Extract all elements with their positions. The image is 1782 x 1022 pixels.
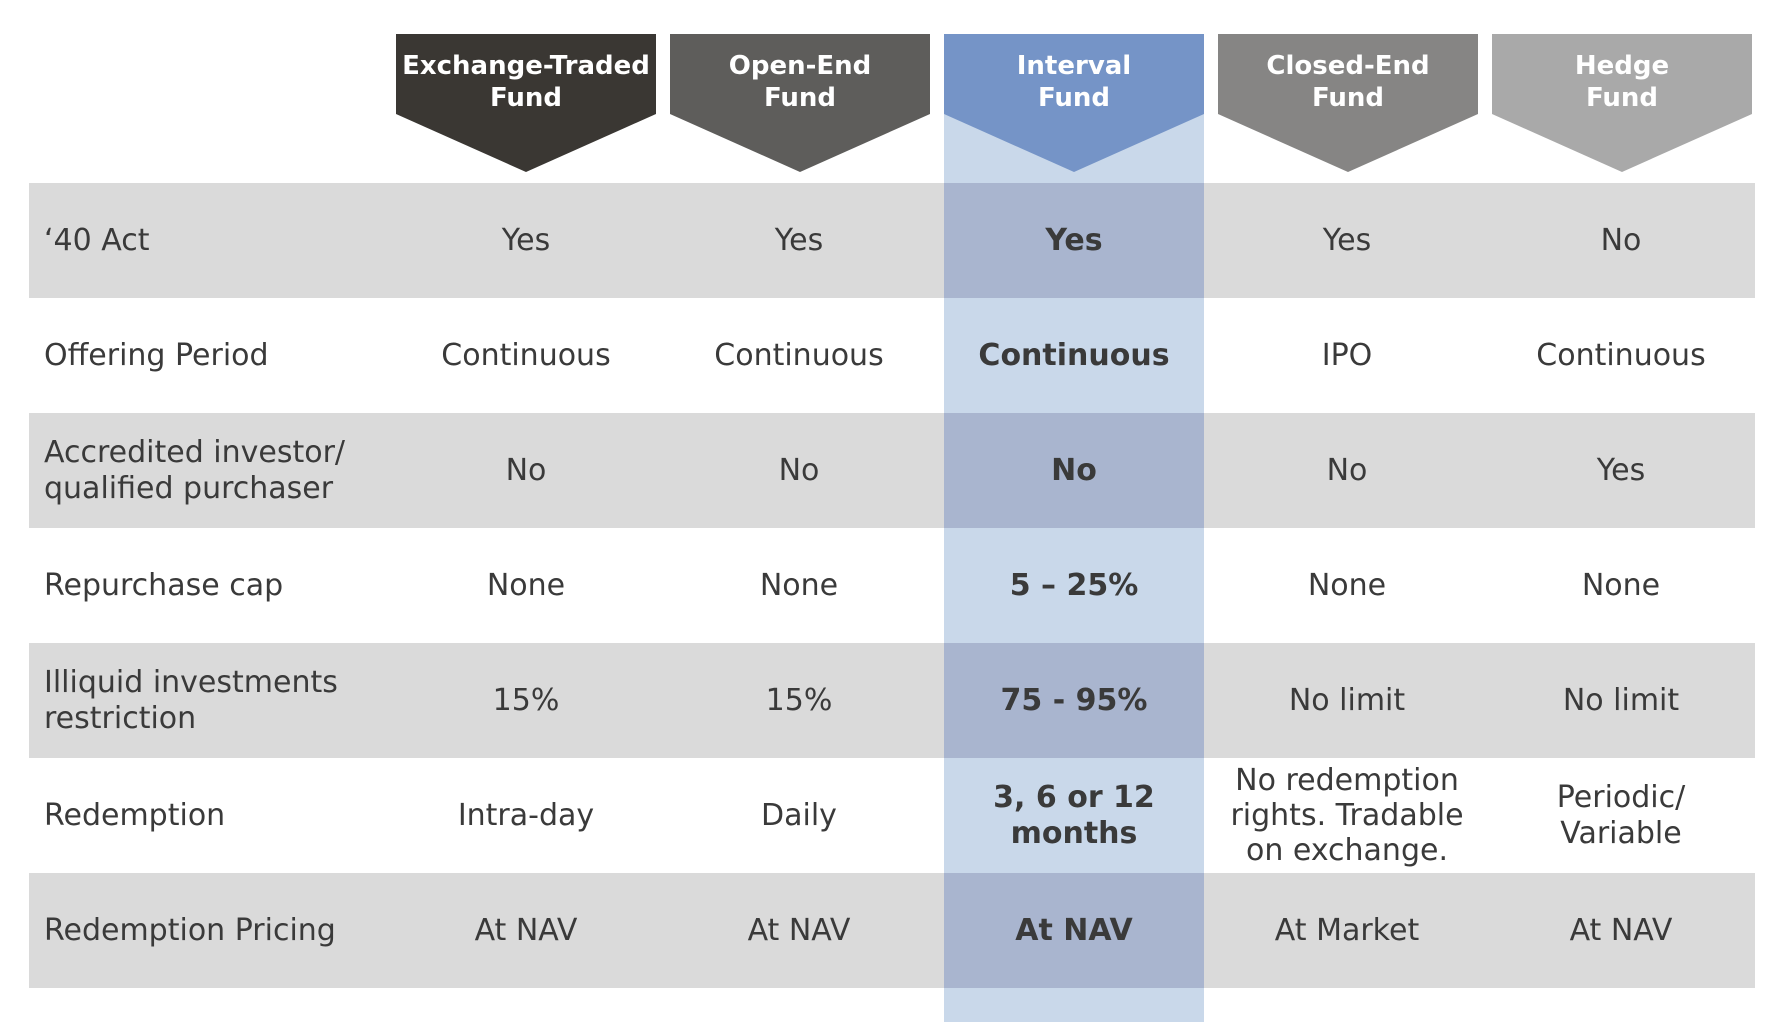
column-header-hedge: Hedge Fund: [1492, 34, 1752, 172]
row-label: Illiquid investments restriction: [44, 664, 338, 736]
highlight-cell-overlay: [944, 873, 1204, 988]
column-header-closed-end: Closed-End Fund: [1218, 34, 1478, 172]
table-cell-highlighted: 75 - 95%: [1000, 682, 1148, 718]
row-label: Redemption: [44, 797, 226, 833]
table-row-40-act: ‘40 Act Yes Yes Yes Yes No: [29, 183, 1755, 298]
row-label: Redemption Pricing: [44, 912, 336, 948]
header-chevron-shape: [944, 34, 1204, 172]
highlight-cell-overlay: [944, 183, 1204, 298]
table-cell-highlighted: 3, 6 or 12 months: [993, 779, 1155, 851]
column-header-label: Hedge Fund: [1574, 51, 1670, 113]
table-cell: None: [486, 567, 566, 603]
table-cell: Yes: [774, 222, 824, 258]
table-cell: Continuous: [1536, 337, 1706, 373]
row-label: ‘40 Act: [44, 222, 150, 258]
header-chevron-shape: [1218, 34, 1478, 172]
table-cell: Yes: [1322, 223, 1372, 258]
table-cell: None: [1307, 568, 1387, 603]
highlight-cell-overlay: [944, 413, 1204, 528]
table-cell: No: [1600, 222, 1642, 258]
table-row-redemption-pricing: Redemption Pricing At NAV At NAV At NAV …: [29, 873, 1755, 988]
table-row-illiquid-investments: Illiquid investments restriction 15% 15%…: [29, 643, 1755, 758]
table-cell: Periodic/ Variable: [1556, 779, 1686, 851]
row-label: Accredited investor/ qualified purchaser: [44, 434, 346, 506]
header-chevron-shape: [396, 34, 656, 172]
table-cell: No: [1326, 453, 1368, 488]
row-label: Repurchase cap: [44, 567, 284, 603]
table-cell: Yes: [501, 222, 551, 258]
table-cell-highlighted: Continuous: [978, 337, 1170, 373]
table-cell: IPO: [1321, 338, 1373, 373]
table-cell: No limit: [1288, 683, 1406, 718]
table-row-repurchase-cap: Repurchase cap None None 5 – 25% None No…: [29, 528, 1755, 643]
column-header-label: Open-End Fund: [728, 51, 872, 113]
table-cell: 15%: [492, 682, 560, 718]
column-header-label: Closed-End Fund: [1266, 51, 1430, 113]
table-cell: 15%: [765, 682, 833, 718]
table-cell: None: [1581, 567, 1661, 603]
table-cell: Intra-day: [457, 797, 595, 833]
table-cell: At NAV: [474, 912, 578, 948]
table-cell: No limit: [1562, 682, 1680, 718]
column-header-label: Exchange-Traded Fund: [402, 51, 650, 113]
table-cell-highlighted: At NAV: [1015, 912, 1133, 948]
table-row-offering-period: Offering Period Continuous Continuous Co…: [29, 298, 1755, 413]
table-cell-highlighted: No: [1051, 452, 1097, 488]
table-cell-highlighted: Yes: [1045, 222, 1103, 258]
table-cell: At NAV: [1569, 912, 1673, 948]
column-header-etf: Exchange-Traded Fund: [396, 34, 656, 172]
highlight-cell-overlay: [944, 643, 1204, 758]
header-chevron-shape: [1492, 34, 1752, 172]
table-cell: Continuous: [714, 337, 884, 373]
column-header-open-end: Open-End Fund: [670, 34, 930, 172]
table-row-redemption: Redemption Intra-day Daily 3, 6 or 12 mo…: [29, 758, 1755, 873]
table-cell-highlighted: 5 – 25%: [1009, 567, 1139, 603]
table-cell: Daily: [761, 797, 837, 833]
column-header-row: Exchange-Traded Fund Open-End Fund Inter…: [0, 34, 1782, 172]
table-cell: At NAV: [747, 912, 851, 948]
table-row-accredited-investor: Accredited investor/ qualified purchaser…: [29, 413, 1755, 528]
row-label: Offering Period: [44, 337, 269, 373]
table-cell: No: [505, 452, 547, 488]
table-cell: No: [778, 452, 820, 488]
comparison-table: ‘40 Act Yes Yes Yes Yes No Offering Peri…: [29, 183, 1755, 988]
table-cell: At Market: [1274, 913, 1420, 948]
header-chevron-shape: [670, 34, 930, 172]
column-header-interval: Interval Fund: [944, 34, 1204, 172]
table-cell: Continuous: [441, 337, 611, 373]
table-cell: None: [759, 567, 839, 603]
table-cell: No redemption rights. Tradable on exchan…: [1230, 763, 1464, 868]
table-cell: Yes: [1596, 452, 1646, 488]
column-header-label: Interval Fund: [1016, 51, 1132, 113]
